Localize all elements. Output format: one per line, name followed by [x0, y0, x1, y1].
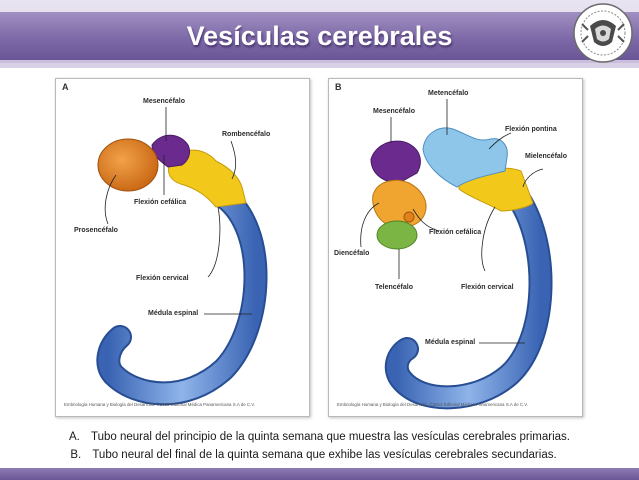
- university-seal-icon: [573, 3, 633, 63]
- caption-a-text: Tubo neural del principio de la quinta s…: [91, 431, 570, 443]
- caption-b: B. Tubo neural del final de la quinta sem…: [0, 449, 633, 461]
- panel-b-credit: Embriología Humana y Biología del Desarr…: [337, 402, 528, 407]
- label-flexion-pontina: Flexión pontina: [505, 126, 557, 133]
- prosencefalo-shape: [97, 138, 159, 192]
- slide-title: Vesículas cerebrales: [186, 21, 453, 51]
- label-flexion-cefalica: Flexión cefálica: [429, 229, 482, 236]
- caption-b-letter: B.: [70, 449, 82, 461]
- caption-a-letter: A.: [69, 431, 80, 443]
- label-telencefalo: Telencéfalo: [375, 284, 413, 291]
- panel-a-letter: A: [62, 82, 69, 92]
- telencefalo-shape: [376, 220, 418, 250]
- label-prosencefalo: Prosencéfalo: [74, 227, 118, 234]
- label-metencefalo: Metencéfalo: [428, 90, 469, 97]
- label-flexion-cervical: Flexión cervical: [461, 284, 514, 291]
- optic-vesicle-shape: [403, 211, 415, 223]
- label-flexion-cervical: Flexión cervical: [136, 275, 189, 282]
- diencefalo-shape: [372, 179, 427, 228]
- panel-a-credit: Embriología Humana y Biología del Desarr…: [64, 402, 255, 407]
- rombencefalo-shape: [168, 149, 247, 208]
- panel-a-illustration: [96, 107, 268, 406]
- header-bar: [0, 12, 639, 60]
- caption-b-text: Tubo neural del final de la quinta seman…: [92, 449, 557, 461]
- label-medula-espinal: Médula espinal: [148, 310, 199, 317]
- label-mielencefalo: Mielencéfalo: [525, 153, 568, 160]
- header-divider: [0, 60, 639, 63]
- mesencefalo-shape: [370, 140, 421, 184]
- label-flexion-cefalica: Flexión cefálica: [134, 199, 187, 206]
- panel-b-illustration: [360, 99, 553, 410]
- label-mesencefalo: Mesencéfalo: [373, 108, 416, 115]
- label-mesencefalo: Mesencéfalo: [143, 98, 186, 105]
- label-rombencefalo: Rombencéfalo: [222, 131, 271, 138]
- header-banner: Vesículas cerebrales: [0, 0, 639, 68]
- label-medula-espinal: Médula espinal: [425, 339, 476, 346]
- panel-a-primary-vesicles: A Mesencéfalo Rombencéfalo Fle: [55, 78, 310, 417]
- footer-bar: [0, 468, 639, 480]
- caption-a: A. Tubo neural del principio de la quinta…: [0, 431, 639, 443]
- panel-b-letter: B: [335, 82, 342, 92]
- panel-b-secondary-vesicles: B Mesenc: [328, 78, 583, 417]
- metencefalo-shape: [422, 127, 508, 188]
- label-diencefalo: Diencéfalo: [334, 250, 370, 257]
